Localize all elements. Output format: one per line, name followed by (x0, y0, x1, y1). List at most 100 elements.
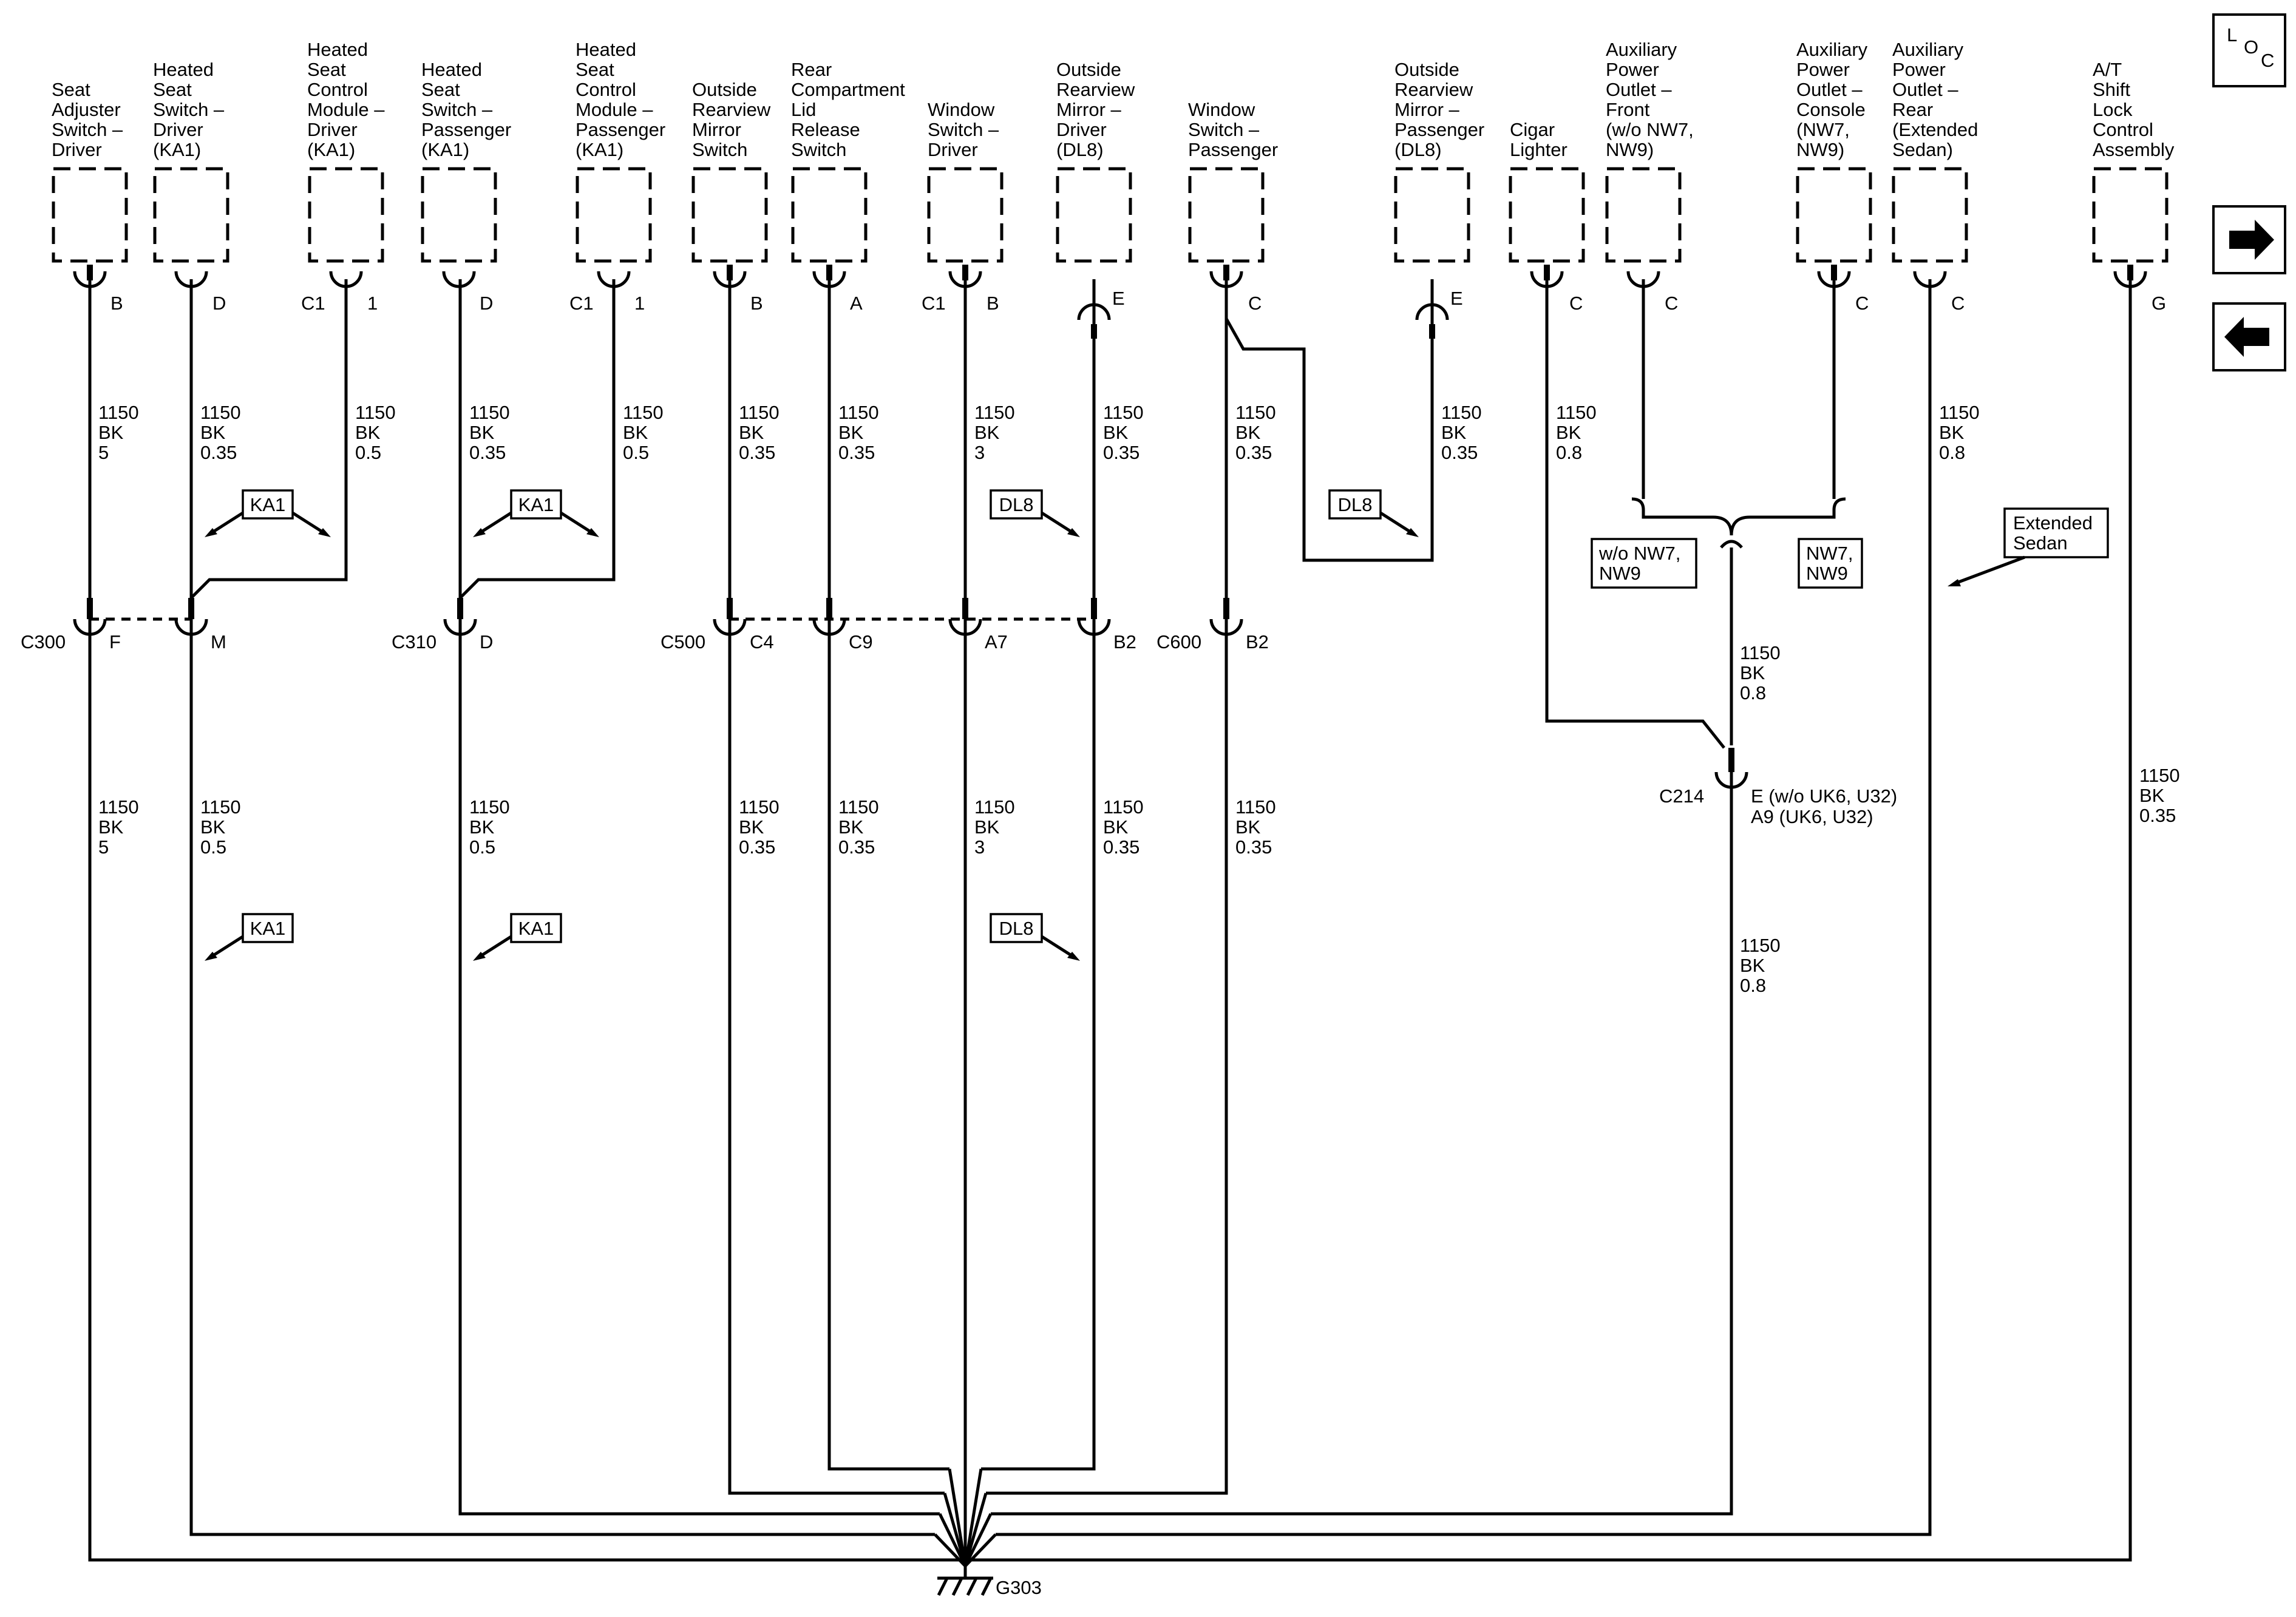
option-arrowhead (473, 528, 486, 537)
wire-window-passenger (986, 279, 1228, 1495)
wires (88, 279, 2132, 1567)
component-box-rear-lid-release-switch (791, 167, 868, 263)
pin-label: C (1665, 293, 1678, 314)
pin-label: C1 (922, 293, 946, 314)
ground-hatch (937, 1577, 949, 1596)
wire-mirror-passenger (1224, 317, 1434, 562)
pin-label: C (1248, 293, 1262, 314)
option-arrow (208, 511, 244, 536)
pin-label: C1 (301, 293, 325, 314)
option-label-dl8: DL8 (999, 918, 1034, 939)
component-box-aux-outlet-front (1605, 167, 1682, 263)
component-box-window-switch-driver (927, 167, 1004, 263)
loc-button[interactable]: L O C (2212, 13, 2286, 87)
prev-page-button[interactable] (2212, 302, 2286, 371)
connector-labels: C300 F M C310 D C500 C4 C9 A7 B2 C600 B2… (21, 631, 1897, 827)
option-arrow (1953, 555, 2025, 586)
option-box-nw7 (1798, 538, 1863, 589)
option-arrowhead (1406, 528, 1419, 537)
loc-letter: C (2261, 50, 2274, 71)
connector-c500-pin-b2 (1077, 619, 1111, 636)
option-arrowhead (586, 528, 599, 537)
wire-fan (963, 1513, 993, 1567)
connector-c300-pin-f (73, 619, 107, 636)
loc-button-frame[interactable] (2212, 13, 2286, 87)
connector-name-c500: C500 (661, 631, 705, 653)
option-box-ka1 (242, 913, 294, 943)
option-arrowhead (1067, 528, 1080, 537)
ground-g303: G303 (937, 1566, 1042, 1598)
connector-pin-label: C4 (750, 631, 774, 653)
option-arrow (560, 511, 596, 536)
component-boxes (52, 167, 2169, 263)
component-box-heated-seat-module-passenger (576, 167, 652, 263)
option-arrow (477, 511, 512, 536)
wire-rear-lid (827, 279, 949, 1471)
pin-label: D (480, 293, 493, 314)
wire-fan (948, 1468, 967, 1567)
connector-c310-pin-d (443, 619, 477, 636)
option-box-extended-sedan (2003, 507, 2109, 558)
ground-hatch (980, 1577, 993, 1596)
wire-fan (964, 1533, 997, 1567)
option-label-ka1: KA1 (518, 494, 554, 515)
wire-heated-seat-driver (189, 279, 935, 1536)
option-label-wo-nw7: w/o NW7,NW9 (1598, 543, 1680, 584)
connector-c300-pin-m (174, 619, 208, 636)
option-splice-notch (1720, 540, 1743, 549)
component-box-seat-adjuster-driver (52, 167, 128, 263)
option-label-ka1: KA1 (518, 918, 554, 939)
next-page-button[interactable] (2212, 205, 2286, 274)
option-arrowhead (205, 528, 217, 537)
left-arrow-icon[interactable] (2224, 317, 2269, 357)
option-box-dl8 (990, 489, 1043, 520)
connector-pin-label: B2 (1246, 631, 1269, 653)
option-box-ka1 (242, 489, 294, 520)
wire-fan (934, 1533, 966, 1567)
pin-label: E (1112, 288, 1125, 309)
component-pin-labels: B D C1 1 D C1 1 B A C1 B E C E C C C C G (110, 288, 2166, 314)
wire-fan (963, 1493, 988, 1567)
wire-shift-lock (966, 279, 2132, 1562)
wire-seat-adjuster (88, 279, 964, 1562)
ground-hatch (966, 1577, 978, 1596)
right-arrow-icon[interactable] (2229, 220, 2274, 260)
option-arrowhead (1948, 579, 1961, 586)
option-label-ka1: KA1 (250, 918, 286, 939)
pin-label: C1 (569, 293, 594, 314)
option-arrow (477, 935, 512, 960)
pin-label: 1 (367, 293, 378, 314)
wire-mirror-driver (981, 337, 1096, 1471)
wire-aux-to-ground (991, 772, 1733, 1516)
component-box-outside-mirror-switch (691, 167, 768, 263)
pin-label: B (987, 293, 999, 314)
wire-mirror-switch (728, 279, 945, 1495)
option-arrowhead (473, 952, 486, 961)
option-label-ka1: KA1 (250, 494, 286, 515)
option-arrow (208, 935, 244, 960)
connector-c500-pin-c4 (713, 619, 747, 636)
